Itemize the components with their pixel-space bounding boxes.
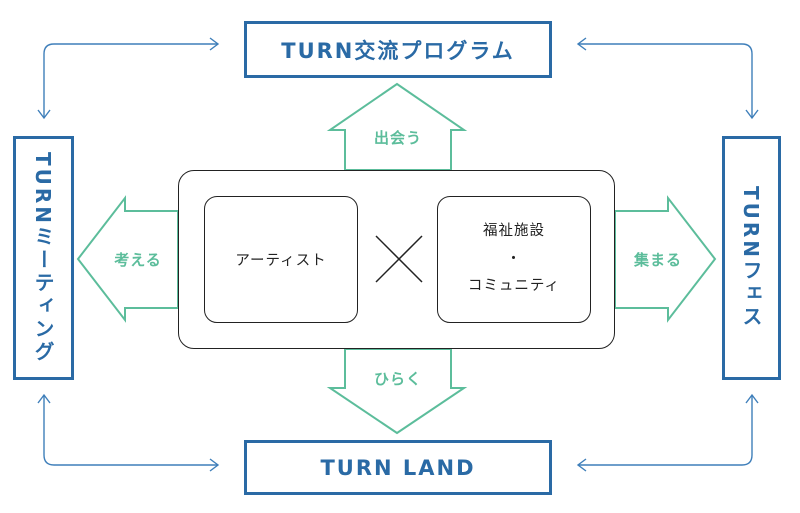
welfare-label: 福祉施設 [482,223,545,240]
separator-dot: ・ [506,250,522,267]
cross-icon [375,235,423,283]
box-turn-fes: TURNフェス [722,136,781,380]
box-left-label: TURNミーティング [31,151,55,365]
connector-bottom-right [576,393,759,472]
arrow-up-label: 出会う [373,129,422,147]
box-turn-meeting: TURNミーティング [13,136,74,380]
arrow-left [76,195,179,323]
artist-box: アーティスト [204,196,358,323]
welfare-community-box: 福祉施設 ・ コミュニティ [437,196,591,323]
connector-bottom-left [37,393,220,472]
arrow-down-label: ひらく [373,370,422,388]
box-top-label: TURN交流プログラム [281,38,515,63]
artist-label: アーティスト [235,253,327,269]
box-turn-land: TURN LAND [244,440,552,495]
arrow-right [614,195,717,323]
arrow-down [326,348,468,435]
box-right-label: TURNフェス [739,186,763,330]
community-label: コミュニティ [467,278,561,295]
arrow-left-label: 考える [114,251,162,269]
box-bottom-label: TURN LAND [320,455,476,480]
connector-top-left [37,37,220,120]
connector-top-right [576,37,759,120]
box-turn-exchange-program: TURN交流プログラム [244,21,552,78]
arrow-up [326,82,468,171]
arrow-right-label: 集まる [633,251,682,269]
